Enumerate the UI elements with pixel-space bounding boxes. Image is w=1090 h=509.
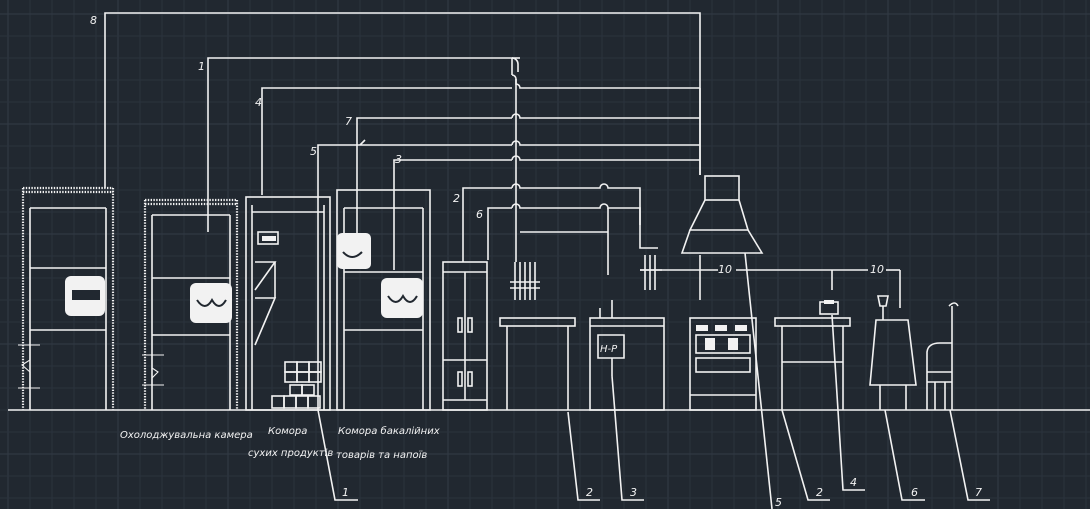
tick-5	[359, 139, 366, 146]
leader-b1	[317, 409, 358, 501]
trunk-7	[511, 113, 700, 119]
label-dry-room-line1: Комора	[268, 426, 307, 437]
leader-number-1: 1	[198, 60, 205, 73]
trunk-5	[511, 140, 700, 146]
production-table-2	[774, 300, 851, 410]
bottom-number-6: 6	[911, 486, 918, 499]
leader-b2a	[567, 411, 600, 501]
exhaust-hood	[680, 175, 764, 254]
dry-goods-room	[245, 196, 331, 411]
cold-room-rack-1	[18, 186, 115, 410]
line-1	[207, 57, 513, 232]
line-5	[317, 144, 512, 410]
label-dry-room-line2: сухих продуктів	[248, 447, 333, 459]
bottom-number-2b: 2	[816, 486, 823, 499]
grocery-room	[336, 189, 431, 411]
label-grocery-line2: товарів та напоїв	[336, 449, 427, 461]
bottom-number-7: 7	[975, 486, 982, 499]
line-3	[393, 159, 512, 270]
leader-b4	[831, 314, 865, 491]
leader-number-5: 5	[310, 145, 317, 158]
leader-b2b	[781, 409, 830, 501]
trunk-arc-1	[511, 57, 519, 72]
bottom-number-4: 4	[850, 476, 857, 489]
trunk-4	[511, 74, 700, 89]
leader-number-8: 8	[90, 14, 97, 27]
leader-number-10b: 10	[870, 263, 884, 276]
line-7	[356, 117, 512, 238]
label-cold-room: Охолоджувальна камера	[120, 430, 253, 441]
line-6	[487, 207, 512, 260]
pedestal-unit	[869, 295, 917, 410]
leader-b3	[611, 375, 644, 501]
chair	[926, 302, 959, 410]
room-labels: Охолоджувальна камера Комора сухих проду…	[120, 425, 440, 461]
trunk-2	[511, 183, 641, 225]
line-2	[462, 187, 512, 262]
leader-number-4: 4	[255, 96, 262, 109]
line-4	[261, 87, 512, 195]
bottom-number-2a: 2	[586, 486, 593, 499]
leader-b6	[884, 409, 925, 501]
trunk-3	[511, 155, 700, 161]
leader-b7	[949, 409, 990, 501]
bottom-number-3: 3	[630, 486, 637, 499]
leader-b5	[744, 252, 773, 509]
bottom-numbers: 1 2 3 5 2 4 6 7	[342, 476, 982, 509]
leader-number-10a: 10	[718, 263, 732, 276]
leader-number-6: 6	[476, 208, 483, 221]
refrigerated-cabinet	[442, 261, 488, 411]
bottom-leaders	[317, 252, 990, 509]
sink: Н-Р	[589, 255, 665, 411]
label-grocery-line1: Комора бакалійних	[338, 425, 440, 437]
leader-number-3: 3	[395, 153, 402, 166]
bottom-number-1: 1	[342, 486, 349, 499]
leader-numbers: 8 1 4 7 5 3 2 6 10 10	[90, 14, 884, 276]
trunk-6	[511, 203, 658, 249]
production-table-1	[499, 262, 576, 410]
line-8	[104, 12, 701, 188]
stove	[689, 317, 757, 411]
bottom-number-5: 5	[775, 496, 782, 509]
connection-lines	[104, 12, 901, 410]
leader-number-2: 2	[453, 192, 460, 205]
cold-room-rack-2	[142, 198, 239, 410]
sink-label: Н-Р	[600, 344, 618, 355]
leader-number-7: 7	[345, 115, 352, 128]
